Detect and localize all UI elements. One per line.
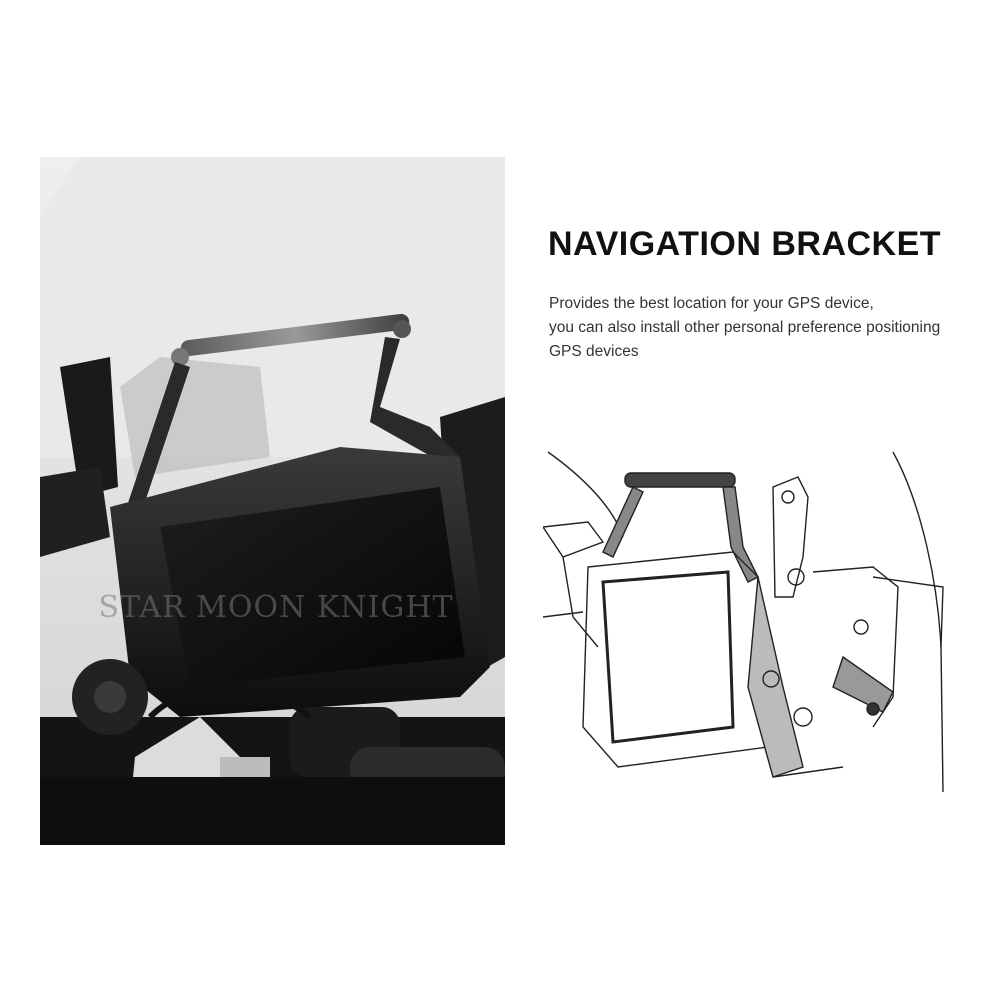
description-line-2: you can also install other personal pref… xyxy=(549,319,941,336)
bracket-schematic-drawing xyxy=(541,451,944,793)
bracket-line-diagram xyxy=(541,447,963,802)
motorcycle-cockpit-image xyxy=(40,157,505,845)
description-line-3: GPS devices xyxy=(549,343,639,360)
photo-watermark: STAR MOON KNIGHT xyxy=(98,590,454,625)
product-description: Provides the best location for your GPS … xyxy=(549,292,979,364)
product-photo xyxy=(40,157,505,845)
description-line-1: Provides the best location for your GPS … xyxy=(549,295,874,312)
page-title: NAVIGATION BRACKET xyxy=(548,225,942,263)
